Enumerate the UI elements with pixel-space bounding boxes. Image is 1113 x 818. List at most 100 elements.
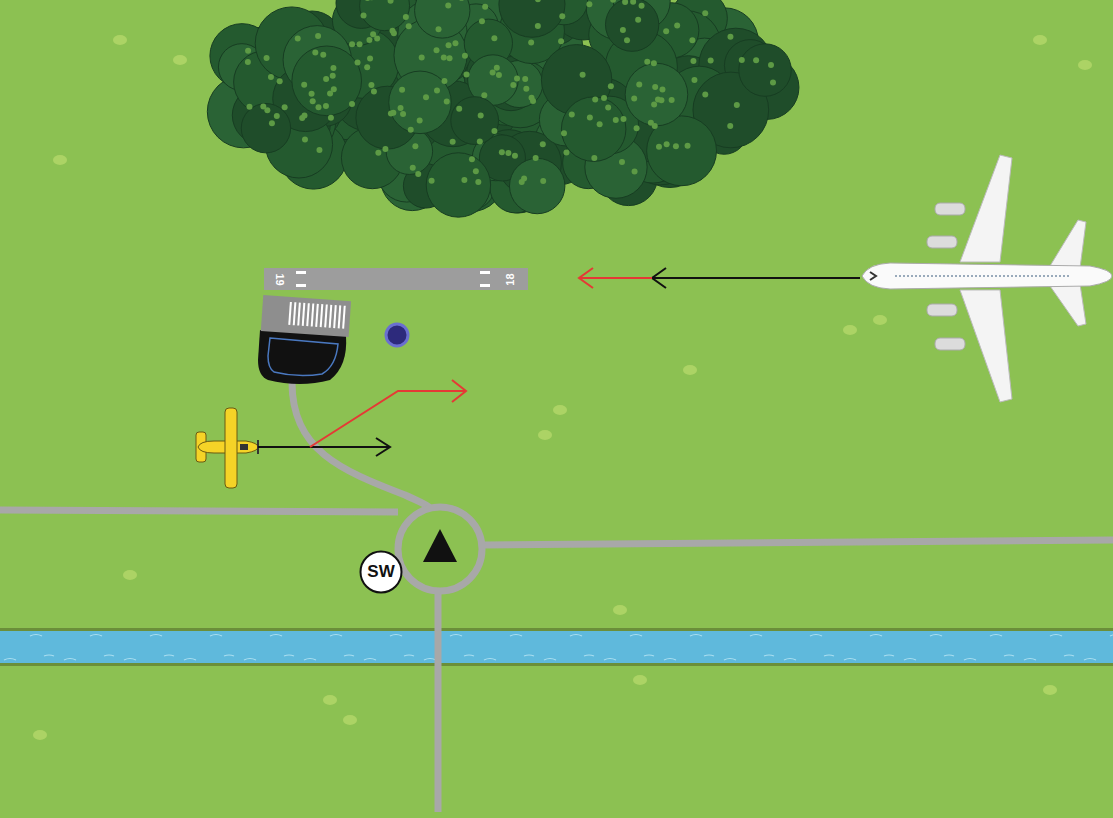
leaf-spot — [274, 113, 280, 119]
leaf-spot — [691, 77, 697, 83]
leaf-spot — [310, 98, 316, 104]
leaf-spot — [375, 150, 381, 156]
roof-stripe — [289, 302, 291, 325]
leaf-spot — [327, 90, 333, 96]
roof-stripe — [312, 304, 314, 327]
beacon-dot — [386, 324, 408, 346]
tree-crown — [426, 153, 490, 217]
leaf-spot — [505, 150, 511, 156]
leaf-spot — [561, 130, 567, 136]
leaf-spot — [447, 55, 453, 61]
leaf-spot — [277, 78, 283, 84]
stabilizer — [1050, 220, 1086, 268]
grass-tuft — [613, 605, 627, 615]
leaf-spot — [419, 55, 425, 61]
leaf-spot — [622, 0, 628, 5]
leaf-spot — [264, 55, 270, 61]
leaf-spot — [436, 26, 442, 32]
roof-stripe — [343, 306, 345, 329]
fuselage — [862, 263, 1112, 289]
leaf-spot — [597, 121, 603, 127]
leaf-spot — [727, 123, 733, 129]
symbol-label: SW — [367, 562, 394, 582]
leaf-spot — [412, 143, 418, 149]
leaf-spot — [269, 120, 275, 126]
leaf-spot — [491, 128, 497, 134]
leaf-spot — [456, 106, 462, 112]
leaf-spot — [563, 150, 569, 156]
leaf-spot — [367, 56, 373, 62]
cockpit — [240, 444, 248, 450]
leaf-spot — [651, 60, 657, 66]
triangle-symbol — [423, 529, 457, 562]
leaf-spot — [514, 76, 520, 82]
grass-tuft — [843, 325, 857, 335]
drift-arrow — [310, 391, 466, 447]
leaf-spot — [400, 111, 406, 117]
leaf-spot — [499, 149, 505, 155]
grass-tuft — [1043, 685, 1057, 695]
heading-arrow — [652, 277, 860, 279]
wing — [225, 408, 237, 488]
leaf-spot — [702, 10, 708, 16]
leaf-spot — [417, 117, 423, 123]
leaf-spot — [441, 78, 447, 84]
leaf-spot — [441, 54, 447, 60]
leaf-spot — [406, 23, 412, 29]
leaf-spot — [601, 95, 607, 101]
leaf-spot — [403, 14, 409, 20]
leaf-spot — [368, 82, 374, 88]
leaf-spot — [610, 0, 616, 3]
leaf-spot — [264, 107, 270, 113]
arrowhead — [452, 380, 466, 402]
leaf-spot — [639, 3, 645, 9]
leaf-spot — [580, 72, 586, 78]
leaf-spot — [464, 72, 470, 78]
roof-stripe — [339, 305, 341, 328]
threshold-mark — [480, 271, 490, 274]
leaf-spot — [316, 104, 322, 110]
leaf-spot — [366, 37, 372, 43]
leaf-spot — [434, 88, 440, 94]
grass-tuft — [1033, 35, 1047, 45]
leaf-spot — [535, 0, 541, 2]
leaf-spot — [330, 65, 336, 71]
roof-stripe — [298, 303, 300, 326]
leaf-spot — [323, 76, 329, 82]
leaf-spot — [753, 57, 759, 63]
river-bank — [0, 628, 1113, 631]
engine — [935, 338, 965, 350]
grass-tuft — [173, 55, 187, 65]
runway-strip — [264, 268, 528, 290]
airliner — [862, 155, 1112, 402]
leaf-spot — [415, 171, 421, 177]
leaf-spot — [636, 81, 642, 87]
grass-tuft — [1078, 60, 1092, 70]
arrowhead — [376, 438, 390, 456]
roundabout — [398, 507, 482, 591]
arrowhead — [652, 268, 666, 288]
leaf-spot — [620, 116, 626, 122]
threshold-mark — [480, 284, 490, 287]
leaf-spot — [302, 136, 308, 142]
leaf-spot — [399, 87, 405, 93]
tree-crown — [292, 46, 362, 116]
roof-stripe — [330, 305, 332, 328]
leaf-spot — [316, 147, 322, 153]
leaf-spot — [651, 102, 657, 108]
leaf-spot — [608, 83, 614, 89]
hangar-outline — [268, 338, 338, 376]
tree-crown — [739, 44, 791, 96]
leaf-spot — [330, 73, 336, 79]
grass-tuft — [683, 365, 697, 375]
leaf-spot — [475, 179, 481, 185]
hangar-roof — [261, 295, 351, 337]
leaf-spot — [473, 168, 479, 174]
leaf-spot — [592, 97, 598, 103]
leaf-spot — [481, 92, 487, 98]
stabilizer — [1050, 284, 1086, 326]
engine — [927, 236, 957, 248]
grass-tuft — [123, 570, 137, 580]
road — [0, 510, 398, 512]
